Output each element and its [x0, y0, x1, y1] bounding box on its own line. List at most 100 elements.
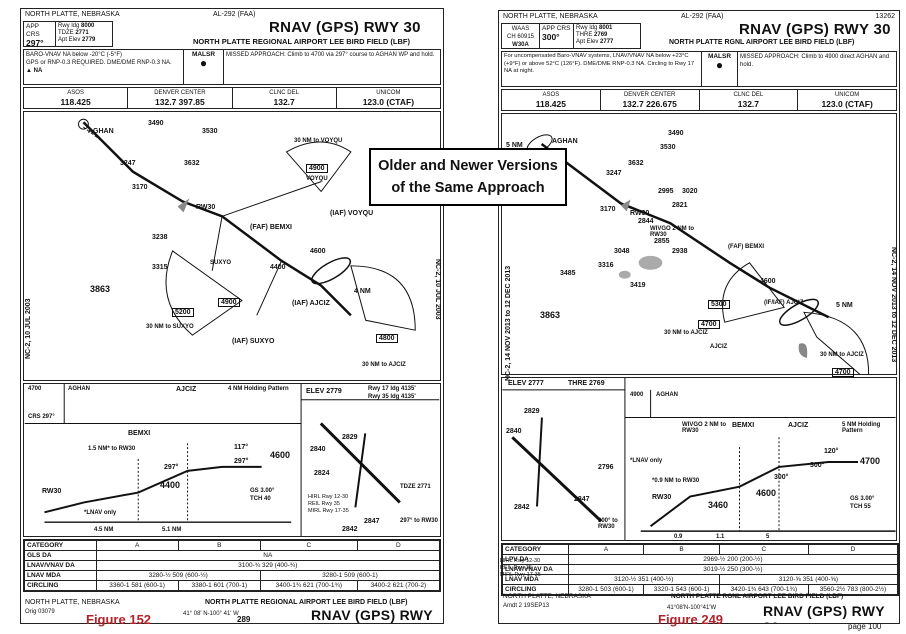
- minimums-value: A: [95, 540, 179, 551]
- elev-label: ELEV: [306, 388, 325, 395]
- plan-view: AGHAN RW30 WIVGO 2 NM to RW30 (FAF) BEMX…: [501, 113, 897, 377]
- thre-label: THRE: [576, 32, 593, 38]
- profile-fix-wivgo: WIVGO 2 NM to RW30: [682, 422, 726, 434]
- elev-value: 2779: [326, 388, 342, 395]
- footer-airport: NORTH PLATTE REGIONAL AIRPORT LEE BIRD F…: [205, 599, 408, 606]
- rwy-ldg-label: Rwy ldg: [576, 25, 598, 31]
- spot-elev: 3247: [120, 160, 136, 167]
- spot-elev: 2821: [672, 202, 688, 209]
- minimums-value: 3280-1 503 (600-1): [567, 584, 645, 595]
- spot-elev: 2938: [672, 248, 688, 255]
- profile-fix-bemxi: BEMXI: [732, 422, 755, 429]
- profile-fix-bemxi: BEMXI: [128, 430, 151, 437]
- spot-elev: 2844: [638, 218, 654, 225]
- effective-date-right: NC-2, 10 JUL 2003: [434, 259, 441, 320]
- spot-elev: 2796: [598, 464, 614, 471]
- airport-name: NORTH PLATTE REGIONAL AIRPORT LEE BIRD F…: [193, 37, 410, 46]
- lighting-legend: HIRL Rwy 12-30 REIL Rwy 35 MIRL Rwy 17-3…: [500, 558, 541, 578]
- footer-location: NORTH PLATTE, NEBRASKA: [25, 599, 120, 606]
- profile-alt: 4700: [860, 456, 881, 466]
- apt-elev-label: Apt Elev: [576, 39, 599, 45]
- spot-elev: 2855: [654, 238, 670, 245]
- spot-elev: 2995: [658, 188, 674, 195]
- lighting-icon: ●: [199, 56, 208, 70]
- thre-value: 2769: [589, 380, 605, 387]
- minimums-value: 3100-¾ 329 (400-¾): [95, 560, 441, 571]
- page-number: page 100: [848, 622, 882, 631]
- msa-box: 4900: [306, 164, 328, 173]
- arc-label: 30 NM to VOYQU: [294, 138, 343, 144]
- thre-label: THRE: [568, 380, 588, 387]
- freq-name: CLNC DEL: [269, 90, 299, 96]
- minimums-label: LNAV/VNAV DA: [24, 560, 97, 571]
- course-in: 297°: [234, 458, 249, 465]
- minimums-value: D: [356, 540, 441, 551]
- apt-elev-value: 2779: [82, 37, 96, 43]
- profile-fix-rw30: RW30: [42, 488, 62, 495]
- plan-view: AGHAN RW30 (FAF) BEMXI (IAF) VOYQU (IAF)…: [23, 111, 441, 381]
- app-crs-label: APP CRS: [542, 25, 571, 32]
- segment-alt: 4600: [760, 278, 776, 285]
- hold-note: 5 NM Holding Pattern: [842, 422, 881, 434]
- location-text: NORTH PLATTE, NEBRASKA: [503, 13, 598, 20]
- fix-suxyo: (IAF) SUXYO: [232, 338, 275, 345]
- malsr-label: MALSR: [191, 51, 216, 58]
- spot-elev: 3530: [202, 128, 218, 135]
- chart-header-strip: NORTH PLATTE, NEBRASKA AL-292 (FAA) 1326…: [503, 13, 895, 25]
- minimums-value: B: [177, 540, 261, 551]
- fix-bemxi: (FAF) BEMXI: [250, 224, 292, 231]
- spot-elev: 3048: [614, 248, 630, 255]
- elev-value: 2777: [528, 380, 544, 387]
- spot-elev: 3863: [90, 284, 111, 294]
- distance-segment: 5: [766, 534, 770, 540]
- footer-location: NORTH PLATTE, NEBRASKA: [503, 593, 591, 600]
- fix-aghan: AGHAN: [552, 138, 578, 145]
- freq-value: 118.425: [60, 97, 91, 107]
- msa-box: 4700: [698, 320, 720, 329]
- spot-elev: 2842: [514, 504, 530, 511]
- minimums-value: B: [643, 544, 720, 555]
- profile-alt: 4400: [160, 480, 181, 490]
- spot-elev: 3485: [560, 270, 576, 277]
- spot-elev: 3247: [606, 170, 622, 177]
- profile-fix-ajciz: AJCIZ: [176, 386, 197, 393]
- fix-rw30: RW30: [630, 210, 650, 217]
- procedure-title: RNAV (GPS) RWY 30: [269, 19, 421, 36]
- spot-elev: 3632: [184, 160, 200, 167]
- segment-alt: 4600: [310, 248, 326, 255]
- spot-elev: 2847: [364, 518, 380, 525]
- distance-note: *0.9 NM to RW30: [652, 478, 700, 484]
- distance-label: 5 NM: [506, 142, 523, 149]
- plan-view-graphic: [526, 134, 870, 374]
- minimums-label: CATEGORY: [24, 540, 97, 551]
- spot-elev: 2840: [506, 428, 522, 435]
- freq-value: 132.7 226.675: [622, 99, 677, 109]
- hold-alt: 4700: [28, 386, 42, 392]
- minimums-label: CIRCLING: [502, 584, 569, 595]
- missed-approach-text: MISSED APPROACH: Climb to 4900 direct AG…: [740, 54, 890, 68]
- spot-elev: 2829: [524, 408, 540, 415]
- briefing-box: APP CRS 297° Rwy ldg 8000 TDZE 2771 Apt …: [23, 21, 113, 47]
- spot-elev: 3419: [630, 282, 646, 289]
- msa-box: 4800: [376, 334, 398, 343]
- tdze-profile: TDZE 2771: [400, 484, 431, 490]
- location-text: NORTH PLATTE, NEBRASKA: [25, 11, 120, 18]
- spot-elev: 3490: [668, 130, 684, 137]
- footer-title: RNAV (GPS) RWY 30: [311, 607, 433, 623]
- freq-name: DENVER CENTER: [623, 92, 676, 98]
- spot-elev: 3863: [540, 310, 561, 320]
- callout-line-2: of the Same Approach: [391, 180, 545, 196]
- fix-wivgo: WIVGO 2 NM to RW30: [650, 226, 694, 238]
- fix-suxyo-label: SUXYO: [210, 260, 232, 266]
- notes-box: For uncompensated Baro-VNAV systems, LNA…: [501, 51, 897, 87]
- minimums-label: CIRCLING: [24, 580, 97, 591]
- profile-alt: 4600: [756, 488, 777, 498]
- minimums-value: NA: [95, 550, 441, 561]
- course-out: 120°: [824, 448, 839, 455]
